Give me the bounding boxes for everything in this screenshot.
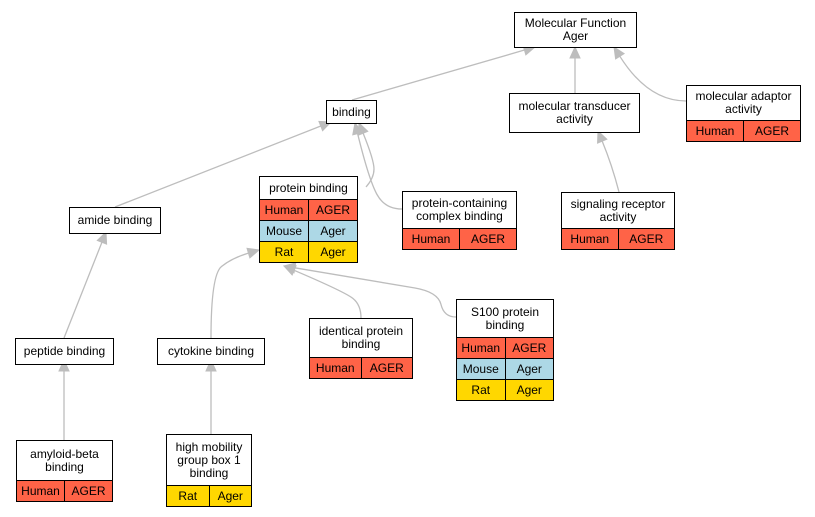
species-row-human: Human AGER (260, 199, 357, 220)
node-label: identical protein binding (318, 324, 404, 351)
species-row-human: Human AGER (310, 357, 412, 378)
gene-cell: AGER (459, 229, 516, 249)
edge-peptide-to-amide (63, 230, 108, 339)
edge-signaling-to-transducer (597, 129, 620, 193)
node-transducer: molecular transducer activity (509, 93, 640, 133)
edge-binding-to-root (351, 44, 537, 101)
edge-line (362, 132, 375, 188)
species-cell: Human (21, 483, 60, 498)
gene-cell: Ager (504, 359, 554, 379)
species-row-mouse: Mouse Ager (260, 220, 357, 241)
edge-hmgb1-to-cytokine (205, 358, 217, 434)
node-label: protein-containing complex binding (411, 196, 508, 223)
species-cell: Human (461, 340, 501, 355)
edge-arrowhead (613, 45, 626, 60)
species-cell: Human (315, 360, 355, 375)
gene-cell: Ager (504, 380, 554, 400)
node-binding: binding (326, 100, 377, 124)
species-row-human: Human AGER (687, 120, 800, 141)
edge-line (601, 140, 620, 193)
species-cell: Human (264, 202, 304, 217)
species-cell: Mouse (462, 361, 499, 376)
edge-cytokine-to-protein-binding (210, 247, 261, 339)
edge-arrowhead (246, 247, 261, 259)
edge-identical-to-protein-binding (282, 265, 362, 319)
node-label: molecular transducer activity (518, 99, 631, 126)
node-label: S100 protein binding (470, 304, 540, 332)
gene-cell: AGER (308, 200, 357, 220)
node-label: Molecular Function Ager (524, 16, 627, 43)
edge-arrowhead (205, 358, 217, 372)
node-label: binding (332, 104, 371, 119)
edge-amyloid-to-peptide (58, 358, 70, 440)
species-cell: Human (411, 231, 451, 246)
species-row-rat: Rat Ager (457, 379, 553, 400)
node-label: molecular adaptor activity (695, 89, 792, 116)
node-peptide: peptide binding (15, 338, 114, 365)
edge-line (351, 49, 525, 101)
edge-adaptor-to-root (613, 45, 687, 102)
species-cell: Human (695, 123, 735, 138)
edge-arrowhead (282, 262, 297, 274)
gene-cell: Ager (208, 486, 252, 506)
node-label: amide binding (77, 213, 153, 227)
species-cell: Mouse (265, 223, 303, 238)
gene-cell: AGER (360, 358, 413, 378)
edge-arrowhead (96, 230, 108, 245)
edge-arrowhead (597, 129, 608, 144)
species-cell: Rat (274, 244, 294, 259)
species-cell: Rat (178, 488, 198, 503)
edge-complex-binding-to-binding (352, 121, 403, 210)
gene-cell: AGER (64, 481, 112, 501)
species-row-mouse: Mouse Ager (457, 358, 553, 379)
node-label: amyloid-beta binding (30, 446, 99, 474)
edge-line (294, 267, 457, 318)
gene-cell: Ager (308, 221, 357, 241)
species-cell: Human (570, 231, 610, 246)
edge-s100-to-protein-binding (282, 262, 457, 318)
gene-cell: AGER (504, 338, 554, 358)
species-cell: Rat (471, 382, 491, 397)
edge-arrowhead (569, 45, 581, 59)
gene-cell: Ager (308, 242, 357, 262)
node-label: signaling receptor activity (570, 196, 666, 224)
node-label: protein binding (269, 180, 348, 195)
edge-line (210, 252, 249, 339)
node-label: high mobility group box 1 binding (175, 439, 243, 480)
species-row-rat: Rat Ager (167, 485, 251, 506)
edge-transducer-to-root (569, 45, 581, 93)
edge-line (619, 55, 687, 102)
node-root: Molecular Function Ager (514, 12, 637, 48)
edge-arrowhead (58, 358, 70, 372)
edge-line (114, 125, 322, 208)
species-row-rat: Rat Ager (260, 241, 357, 262)
species-row-human: Human AGER (562, 228, 674, 249)
species-row-human: Human AGER (17, 480, 112, 501)
node-label: cytokine binding (167, 344, 255, 358)
gene-cell: AGER (617, 229, 675, 249)
edge-line (63, 241, 103, 339)
species-row-human: Human AGER (403, 228, 516, 249)
edge-line (356, 133, 403, 210)
node-amide: amide binding (69, 207, 161, 234)
node-cytokine: cytokine binding (157, 338, 265, 365)
gene-cell: AGER (743, 121, 800, 141)
edge-arrowhead (352, 121, 364, 136)
edge-line (293, 269, 362, 319)
node-label: peptide binding (23, 344, 106, 358)
